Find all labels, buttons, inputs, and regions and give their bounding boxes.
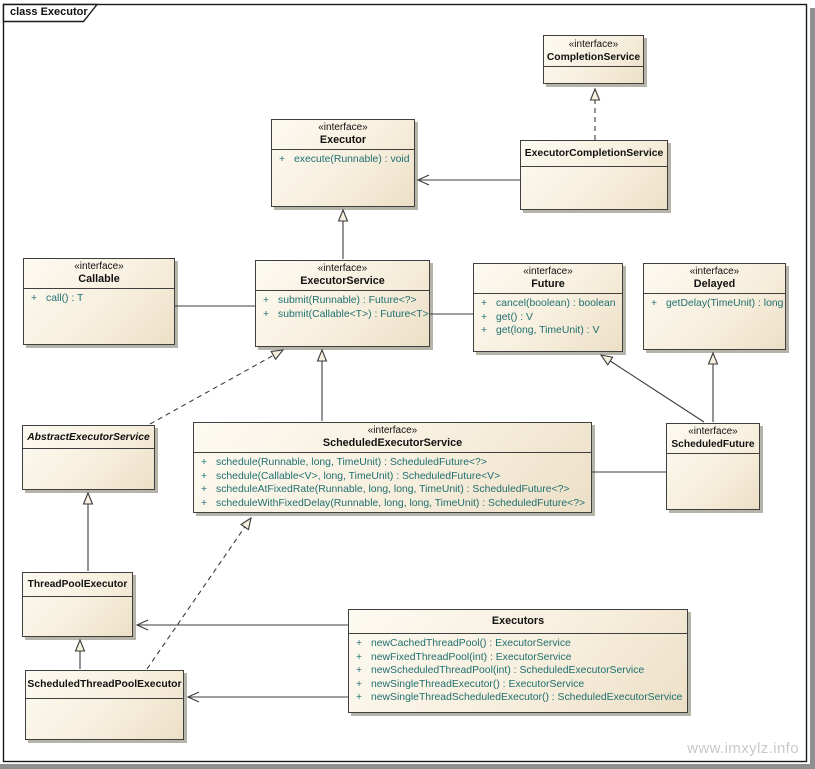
method-row: +get() : V (481, 311, 533, 323)
stereotype-label: «interface» (568, 38, 619, 50)
class-box-future[interactable]: «interface» Future +cancel(boolean) : bo… (473, 263, 623, 352)
class-box-executor[interactable]: «interface» Executor +execute(Runnable) … (271, 119, 415, 207)
method-row: +newScheduledThreadPool(int) : Scheduled… (356, 665, 645, 677)
class-box-executorcompletionservice[interactable]: ExecutorCompletionService (520, 140, 668, 210)
class-name: Executor (319, 134, 367, 146)
methods-compartment (23, 449, 154, 452)
method-row: +submit(Runnable) : Future<?> (263, 295, 417, 306)
class-name: ExecutorService (300, 275, 385, 287)
class-box-scheduledthreadpoolexecutor[interactable]: ScheduledThreadPoolExecutor (25, 670, 184, 740)
method-row: +newSingleThreadExecutor() : ExecutorSer… (356, 678, 585, 690)
stereotype-label: «interface» (689, 266, 740, 277)
class-name: Executors (491, 615, 545, 627)
method-row: +call() : T (31, 293, 84, 304)
method-row: +newSingleThreadScheduledExecutor() : Sc… (356, 692, 683, 704)
class-name: ThreadPoolExecutor (27, 579, 128, 590)
class-name: Callable (78, 273, 120, 285)
realization-abstractexecutorservice-to-executorservice (149, 349, 285, 425)
class-name: ScheduledExecutorService (322, 437, 463, 449)
stereotype-label: «interface» (317, 263, 368, 274)
generalization-scheduledfuture-to-future (599, 354, 705, 423)
class-name: CompletionService (546, 51, 641, 63)
class-box-executorservice[interactable]: «interface» ExecutorService +submit(Runn… (255, 260, 430, 347)
class-box-delayed[interactable]: «interface» Delayed +getDelay(TimeUnit) … (643, 263, 786, 350)
class-box-executors[interactable]: Executors +newCachedThreadPool() : Execu… (348, 609, 688, 713)
diagram-tab-label: class Executor (10, 6, 88, 18)
methods-compartment: +call() : T (24, 289, 174, 306)
methods-compartment: +getDelay(TimeUnit) : long (644, 294, 785, 311)
method-row: +newCachedThreadPool() : ExecutorService (356, 638, 571, 649)
watermark-text: www.imxylz.info (687, 740, 799, 757)
methods-compartment (26, 699, 183, 702)
methods-compartment: +newCachedThreadPool() : ExecutorService… (349, 634, 687, 705)
methods-compartment: +submit(Runnable) : Future<?> +submit(Cal… (256, 291, 429, 321)
method-row: +getDelay(TimeUnit) : long (651, 298, 784, 309)
method-row: +scheduleWithFixedDelay(Runnable, long, … (201, 497, 586, 509)
method-row: +newFixedThreadPool(int) : ExecutorServi… (356, 651, 572, 663)
window-edge-bottom (0, 764, 815, 769)
methods-compartment: +schedule(Runnable, long, TimeUnit) : Sc… (194, 453, 591, 510)
class-box-callable[interactable]: «interface» Callable +call() : T (23, 258, 175, 345)
window-edge-right (810, 8, 815, 769)
method-row: +submit(Callable<T>) : Future<T> (263, 308, 429, 320)
class-box-scheduledfuture[interactable]: «interface» ScheduledFuture (666, 423, 760, 510)
class-name: ExecutorCompletionService (524, 148, 664, 159)
class-name: ScheduledFuture (671, 439, 755, 450)
methods-compartment (23, 597, 132, 600)
method-row: +get(long, TimeUnit) : V (481, 325, 600, 337)
class-box-threadpoolexecutor[interactable]: ThreadPoolExecutor (22, 572, 133, 637)
class-box-scheduledexecutorservice[interactable]: «interface» ScheduledExecutorService +sc… (193, 422, 592, 513)
method-row: +schedule(Runnable, long, TimeUnit) : Sc… (201, 457, 487, 468)
class-name: AbstractExecutorService (27, 431, 150, 443)
methods-compartment (667, 454, 759, 457)
stereotype-label: «interface» (688, 426, 738, 437)
class-name: ScheduledThreadPoolExecutor (27, 679, 182, 690)
realization-scheduledthreadpoolexecutor-to-scheduledexecutorservice (146, 516, 252, 670)
class-box-abstractexecutorservice[interactable]: AbstractExecutorService (22, 425, 155, 490)
method-row: +scheduleAtFixedRate(Runnable, long, lon… (201, 484, 570, 496)
methods-compartment: +execute(Runnable) : void (272, 150, 414, 167)
stereotype-label: «interface» (318, 122, 368, 133)
methods-compartment (521, 167, 667, 170)
method-row: +cancel(boolean) : boolean (481, 298, 616, 309)
class-box-completionservice[interactable]: «interface» CompletionService (543, 35, 644, 84)
class-name: Future (531, 278, 565, 290)
method-row: +schedule(Callable<V>, long, TimeUnit) :… (201, 470, 501, 482)
stereotype-label: «interface» (523, 266, 573, 277)
stereotype-label: «interface» (367, 425, 418, 436)
stereotype-label: «interface» (74, 261, 124, 272)
methods-compartment (544, 67, 643, 70)
class-name: Delayed (693, 278, 736, 290)
method-row: +execute(Runnable) : void (279, 154, 410, 165)
methods-compartment: +cancel(boolean) : boolean +get() : V +get… (474, 294, 622, 338)
